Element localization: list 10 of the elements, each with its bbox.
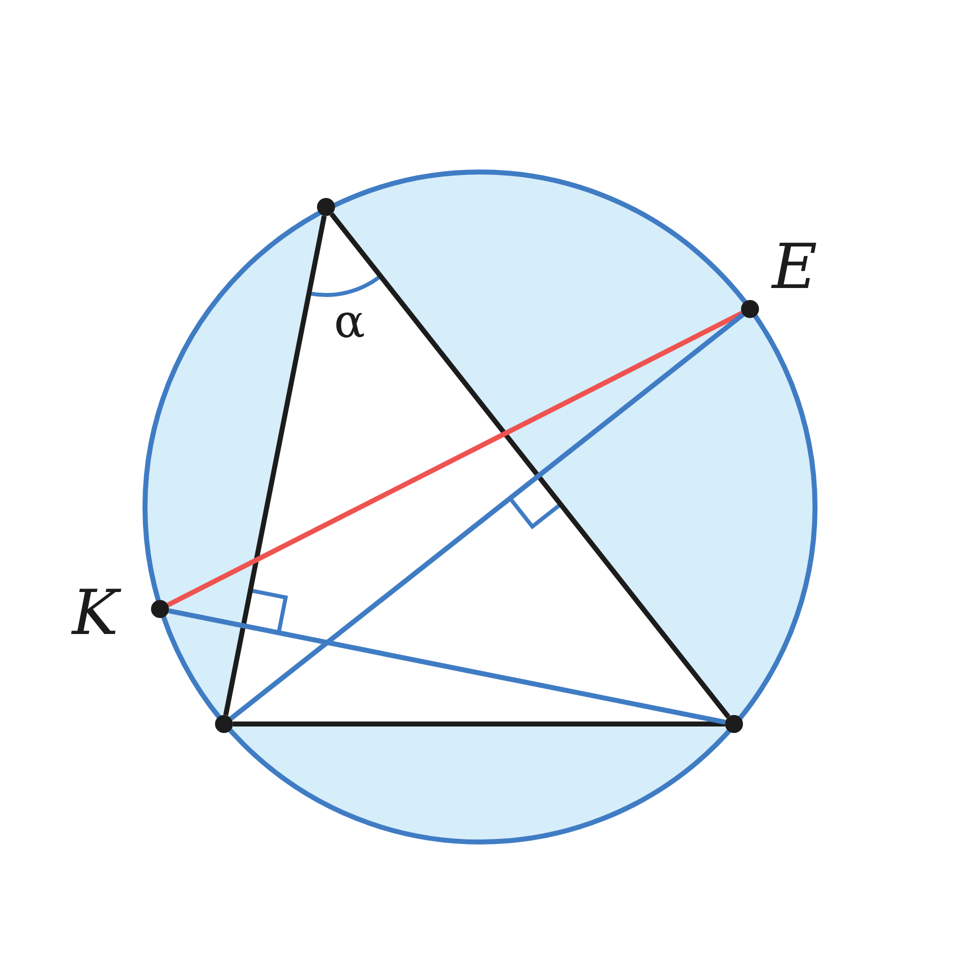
point-dot — [151, 600, 169, 618]
line-segment — [230, 312, 744, 720]
line-segment — [223, 215, 327, 716]
line-segment — [168, 608, 726, 725]
line-segment — [330, 212, 730, 718]
angle-label: α — [334, 298, 366, 344]
point-dot — [317, 198, 335, 216]
line-segment — [166, 310, 744, 608]
line-segment — [233, 722, 725, 726]
point-label: E — [772, 236, 818, 298]
